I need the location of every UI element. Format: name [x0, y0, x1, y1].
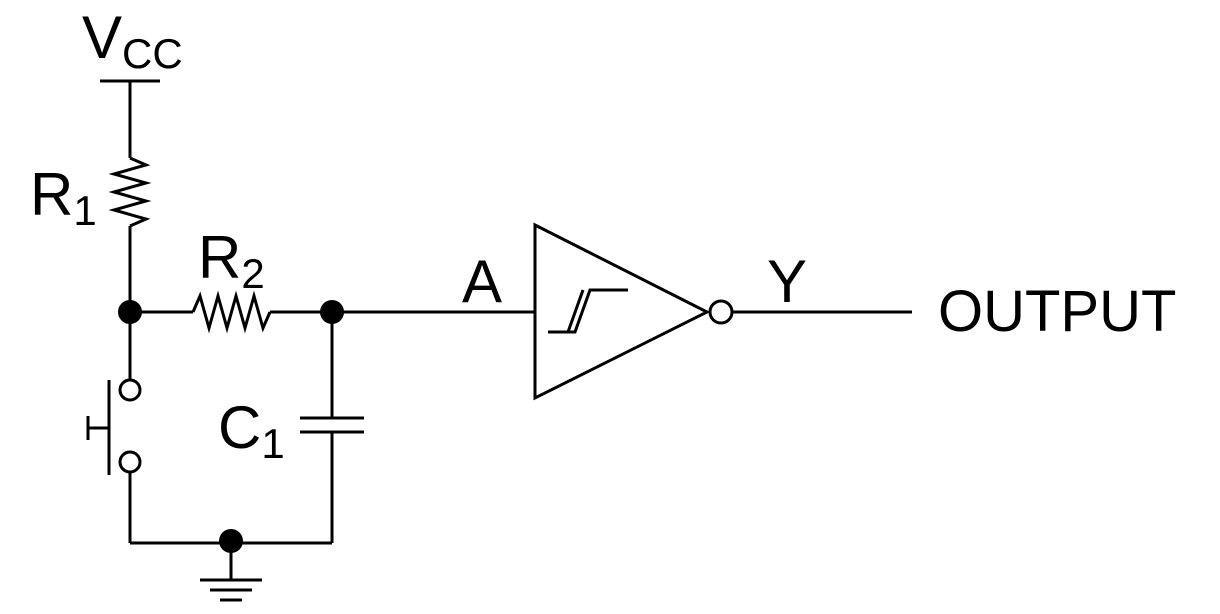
input-pin-label: A [462, 248, 502, 315]
hysteresis-symbol-2 [566, 289, 585, 333]
resistor-r1: R1 [30, 156, 152, 312]
vcc-supply: VCC [82, 4, 183, 158]
inverter-triangle [533, 222, 711, 401]
c1-label: C1 [218, 394, 285, 467]
resistor-r2: R2 [130, 224, 332, 334]
r1-zigzag [108, 156, 152, 228]
vcc-label: VCC [82, 4, 183, 77]
output-label: OUTPUT [938, 279, 1176, 344]
r2-zigzag [191, 290, 272, 334]
switch-bottom-contact [118, 450, 142, 474]
capacitor-c1: C1 [218, 312, 364, 543]
output-pin-label: Y [767, 248, 807, 315]
r2-label: R2 [198, 224, 265, 297]
hysteresis-symbol-1 [548, 288, 628, 334]
switch-top-contact [118, 378, 142, 402]
schmitt-inverter [533, 222, 734, 401]
pushbutton-switch [86, 312, 142, 543]
r1-label: R1 [30, 161, 97, 234]
ground-rail [130, 529, 332, 602]
inversion-bubble [708, 299, 734, 325]
